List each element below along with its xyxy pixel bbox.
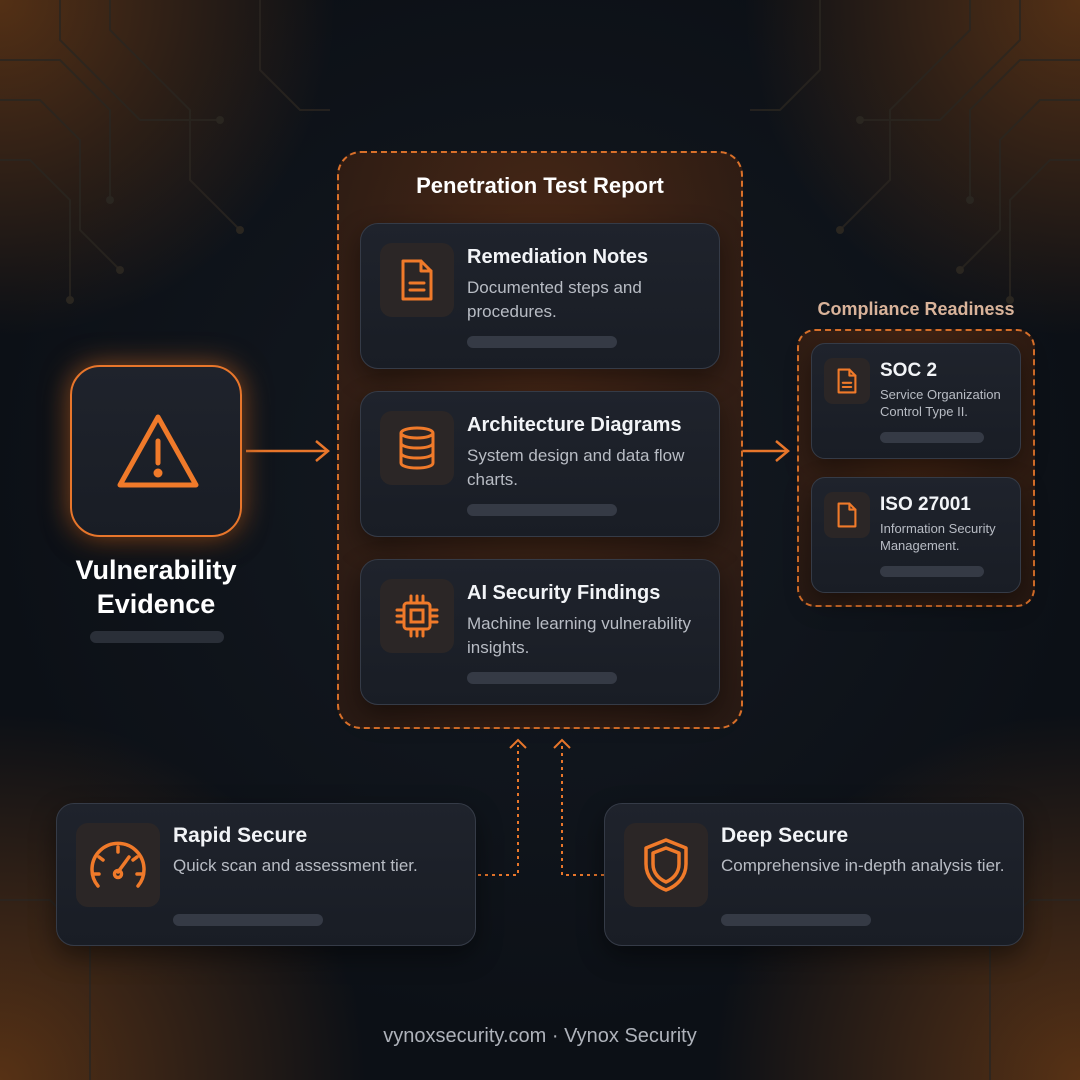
speedometer-icon: [76, 823, 160, 907]
tier-title: Rapid Secure: [173, 824, 308, 847]
warning-icon: [112, 407, 204, 499]
file-icon: [824, 492, 870, 538]
shield-icon: [624, 823, 708, 907]
placeholder-bar: [90, 631, 224, 643]
tier-title: Deep Secure: [721, 824, 849, 847]
report-item-desc: Machine learning vulnerability insights.: [467, 614, 691, 657]
compliance-title: Compliance Readiness: [817, 299, 1015, 319]
report-item-architecture-diagrams[interactable]: Architecture Diagrams System design and …: [360, 391, 720, 537]
compliance-item-iso27001[interactable]: ISO 27001 Information Security Managemen…: [811, 477, 1021, 593]
placeholder-bar: [173, 914, 323, 926]
tier-desc: Quick scan and assessment tier.: [173, 856, 418, 875]
compliance-item-title: ISO 27001: [880, 494, 971, 515]
placeholder-bar: [467, 336, 617, 348]
document-icon: [380, 243, 454, 317]
report-item-desc: Documented steps and procedures.: [467, 278, 642, 321]
vulnerability-evidence-card[interactable]: [70, 365, 242, 537]
document-icon: [824, 358, 870, 404]
compliance-item-soc2[interactable]: SOC 2 Service Organization Control Type …: [811, 343, 1021, 459]
tier-deep-secure[interactable]: Deep Secure Comprehensive in-depth analy…: [604, 803, 1024, 946]
report-title: Penetration Test Report: [416, 173, 664, 198]
compliance-item-desc: Service Organization Control Type II.: [880, 387, 1001, 419]
evidence-title: Vulnerability Evidence: [75, 555, 237, 619]
report-item-title: AI Security Findings: [467, 582, 661, 604]
database-icon: [380, 411, 454, 485]
report-item-title: Architecture Diagrams: [467, 414, 682, 436]
chip-icon: [380, 579, 454, 653]
placeholder-bar: [467, 672, 617, 684]
tier-rapid-secure[interactable]: Rapid Secure Quick scan and assessment t…: [56, 803, 476, 946]
placeholder-bar: [467, 504, 617, 516]
placeholder-bar: [721, 914, 871, 926]
report-item-ai-security-findings[interactable]: AI Security Findings Machine learning vu…: [360, 559, 720, 705]
placeholder-bar: [880, 566, 984, 577]
compliance-item-title: SOC 2: [880, 360, 938, 381]
footer-text: vynoxsecurity.com · Vynox Security: [383, 1025, 697, 1047]
tier-desc: Comprehensive in-depth analysis tier.: [721, 856, 1005, 875]
report-item-desc: System design and data flow charts.: [467, 446, 685, 489]
placeholder-bar: [880, 432, 984, 443]
report-item-title: Remediation Notes: [467, 246, 649, 268]
compliance-item-desc: Information Security Management.: [880, 521, 996, 553]
report-item-remediation-notes[interactable]: Remediation Notes Documented steps and p…: [360, 223, 720, 369]
